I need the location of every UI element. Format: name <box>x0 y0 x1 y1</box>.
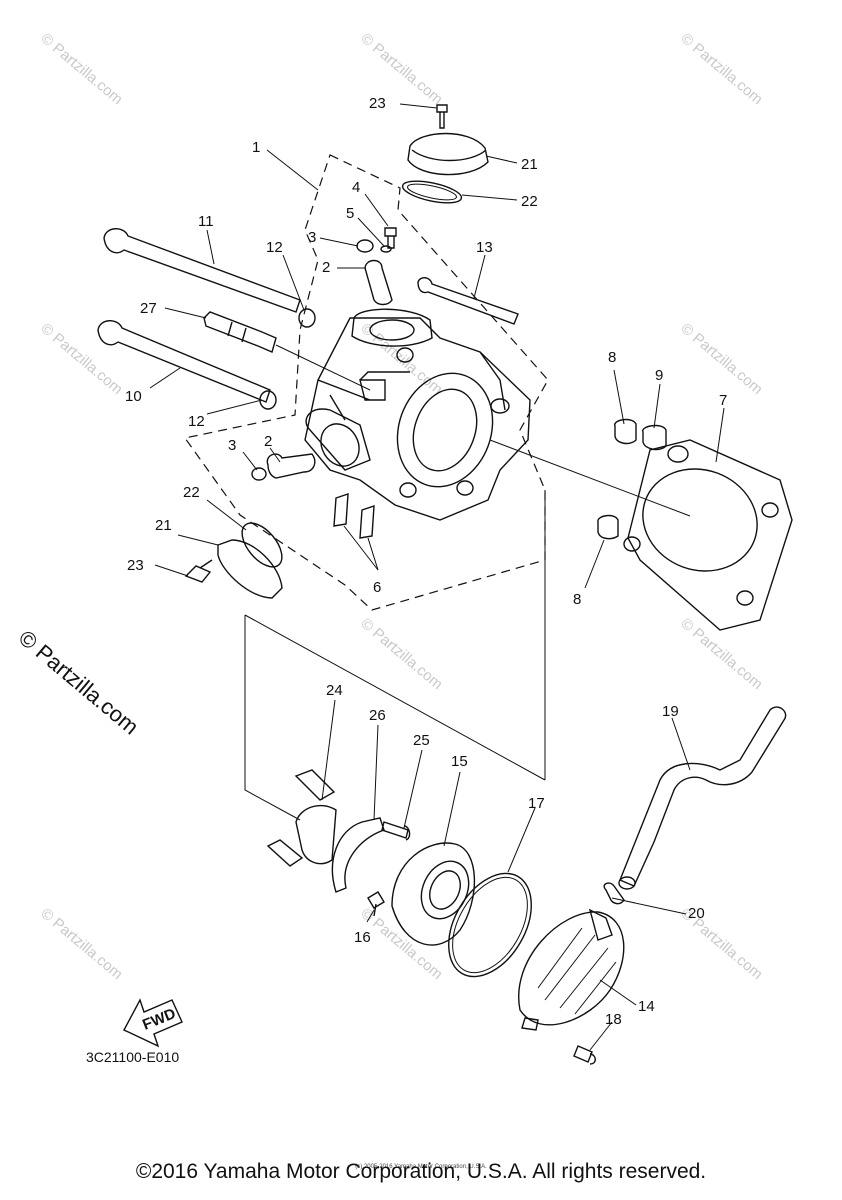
head-assembly-outline <box>183 154 549 611</box>
callout-14: 14 <box>638 998 655 1015</box>
cover-14 <box>518 908 625 1031</box>
callout-15: 15 <box>451 753 468 770</box>
callout-5: 5 <box>346 205 354 222</box>
callout-4: 4 <box>352 179 360 196</box>
bolt-23-lower <box>184 559 213 583</box>
bolt-13 <box>417 277 519 325</box>
copyright-small-print: (c) 2005-2016 Yamaha Motor Corporation, … <box>355 1164 487 1170</box>
callout-12: 12 <box>266 239 283 256</box>
watermark: © Partzilla.com <box>357 615 445 693</box>
spark-plug-27 <box>203 311 277 353</box>
bolt-16 <box>367 891 385 917</box>
gasket-22-top <box>401 180 463 204</box>
callout-8: 8 <box>608 349 616 366</box>
o-ring-17 <box>448 872 532 978</box>
washer-5 <box>380 245 392 253</box>
callout-20: 20 <box>688 905 705 922</box>
clip-20 <box>603 882 625 905</box>
bolt-18 <box>573 1045 596 1065</box>
callouts: 1 2 2 3 3 4 5 6 7 8 8 9 10 11 12 12 13 1… <box>125 95 727 1028</box>
callout-22: 22 <box>521 193 538 210</box>
diagram-code: 3C21100-E010 <box>86 1049 180 1065</box>
callout-2: 2 <box>264 433 272 450</box>
bracket-24 <box>266 769 337 867</box>
callout-10: 10 <box>125 388 142 405</box>
watermark: © Partzilla.com <box>677 615 765 693</box>
callout-9: 9 <box>655 367 663 384</box>
watermark: © Partzilla.com <box>677 320 765 398</box>
collar-8-top <box>614 418 637 445</box>
o-ring-17-inner <box>452 876 528 974</box>
stud-10 <box>97 320 271 403</box>
cylinder-head-body <box>304 308 531 521</box>
pipe-19 <box>619 706 787 887</box>
tube-2-lower <box>266 453 316 479</box>
cap-21-top <box>407 132 489 176</box>
callout-6: 6 <box>373 579 381 596</box>
gasket-22-lower <box>241 522 283 568</box>
callout-3: 3 <box>228 437 236 454</box>
callout-1: 1 <box>252 139 260 156</box>
washer-12-top <box>298 308 316 328</box>
callout-21: 21 <box>155 517 172 534</box>
tube-2-top <box>364 259 393 306</box>
dowel-6-right <box>359 505 375 539</box>
callout-17: 17 <box>528 795 545 812</box>
callout-3: 3 <box>308 229 316 246</box>
bolt-23-top <box>436 104 448 129</box>
callout-8: 8 <box>573 591 581 608</box>
gasket-22-top-inner <box>407 183 457 201</box>
collar-9 <box>642 424 667 451</box>
callout-13: 13 <box>476 239 493 256</box>
cover-group-outline <box>244 490 546 821</box>
bolt-4 <box>384 227 397 249</box>
fwd-label: FWD <box>140 1005 178 1034</box>
callout-26: 26 <box>369 707 386 724</box>
fwd-arrow: FWD <box>123 998 183 1048</box>
watermark: © Partzilla.com <box>37 320 125 398</box>
callout-23: 23 <box>369 95 386 112</box>
stud-11 <box>103 228 301 313</box>
watermark: © Partzilla.com <box>37 905 125 983</box>
copyright-notice: ©2016 Yamaha Motor Corporation, U.S.A. A… <box>135 1160 707 1183</box>
o-ring-3-lower <box>251 467 267 481</box>
callout-18: 18 <box>605 1011 622 1028</box>
leader-lines <box>149 103 725 1051</box>
callout-22: 22 <box>183 484 200 501</box>
callout-19: 19 <box>662 703 679 720</box>
o-ring-3-top <box>356 239 374 253</box>
callout-11: 11 <box>198 213 214 230</box>
callout-23: 23 <box>127 557 144 574</box>
callout-25: 25 <box>413 732 430 749</box>
cylinder-gasket-7 <box>623 439 793 631</box>
watermark: © Partzilla.com <box>677 30 765 108</box>
callout-16: 16 <box>354 929 371 946</box>
clip-26 <box>331 817 385 893</box>
watermark: © Partzilla.com <box>37 30 125 108</box>
pipe-19-end <box>618 876 636 890</box>
callout-7: 7 <box>719 392 727 409</box>
callout-2: 2 <box>322 259 330 276</box>
callout-24: 24 <box>326 682 343 699</box>
bolt-25 <box>381 821 411 841</box>
cover-15 <box>391 842 476 946</box>
callout-27: 27 <box>140 300 157 317</box>
cap-21-lower <box>217 539 283 599</box>
dowel-6-left <box>333 493 349 527</box>
callout-21: 21 <box>521 156 538 173</box>
collar-8-lower <box>597 514 619 540</box>
callout-12: 12 <box>188 413 205 430</box>
